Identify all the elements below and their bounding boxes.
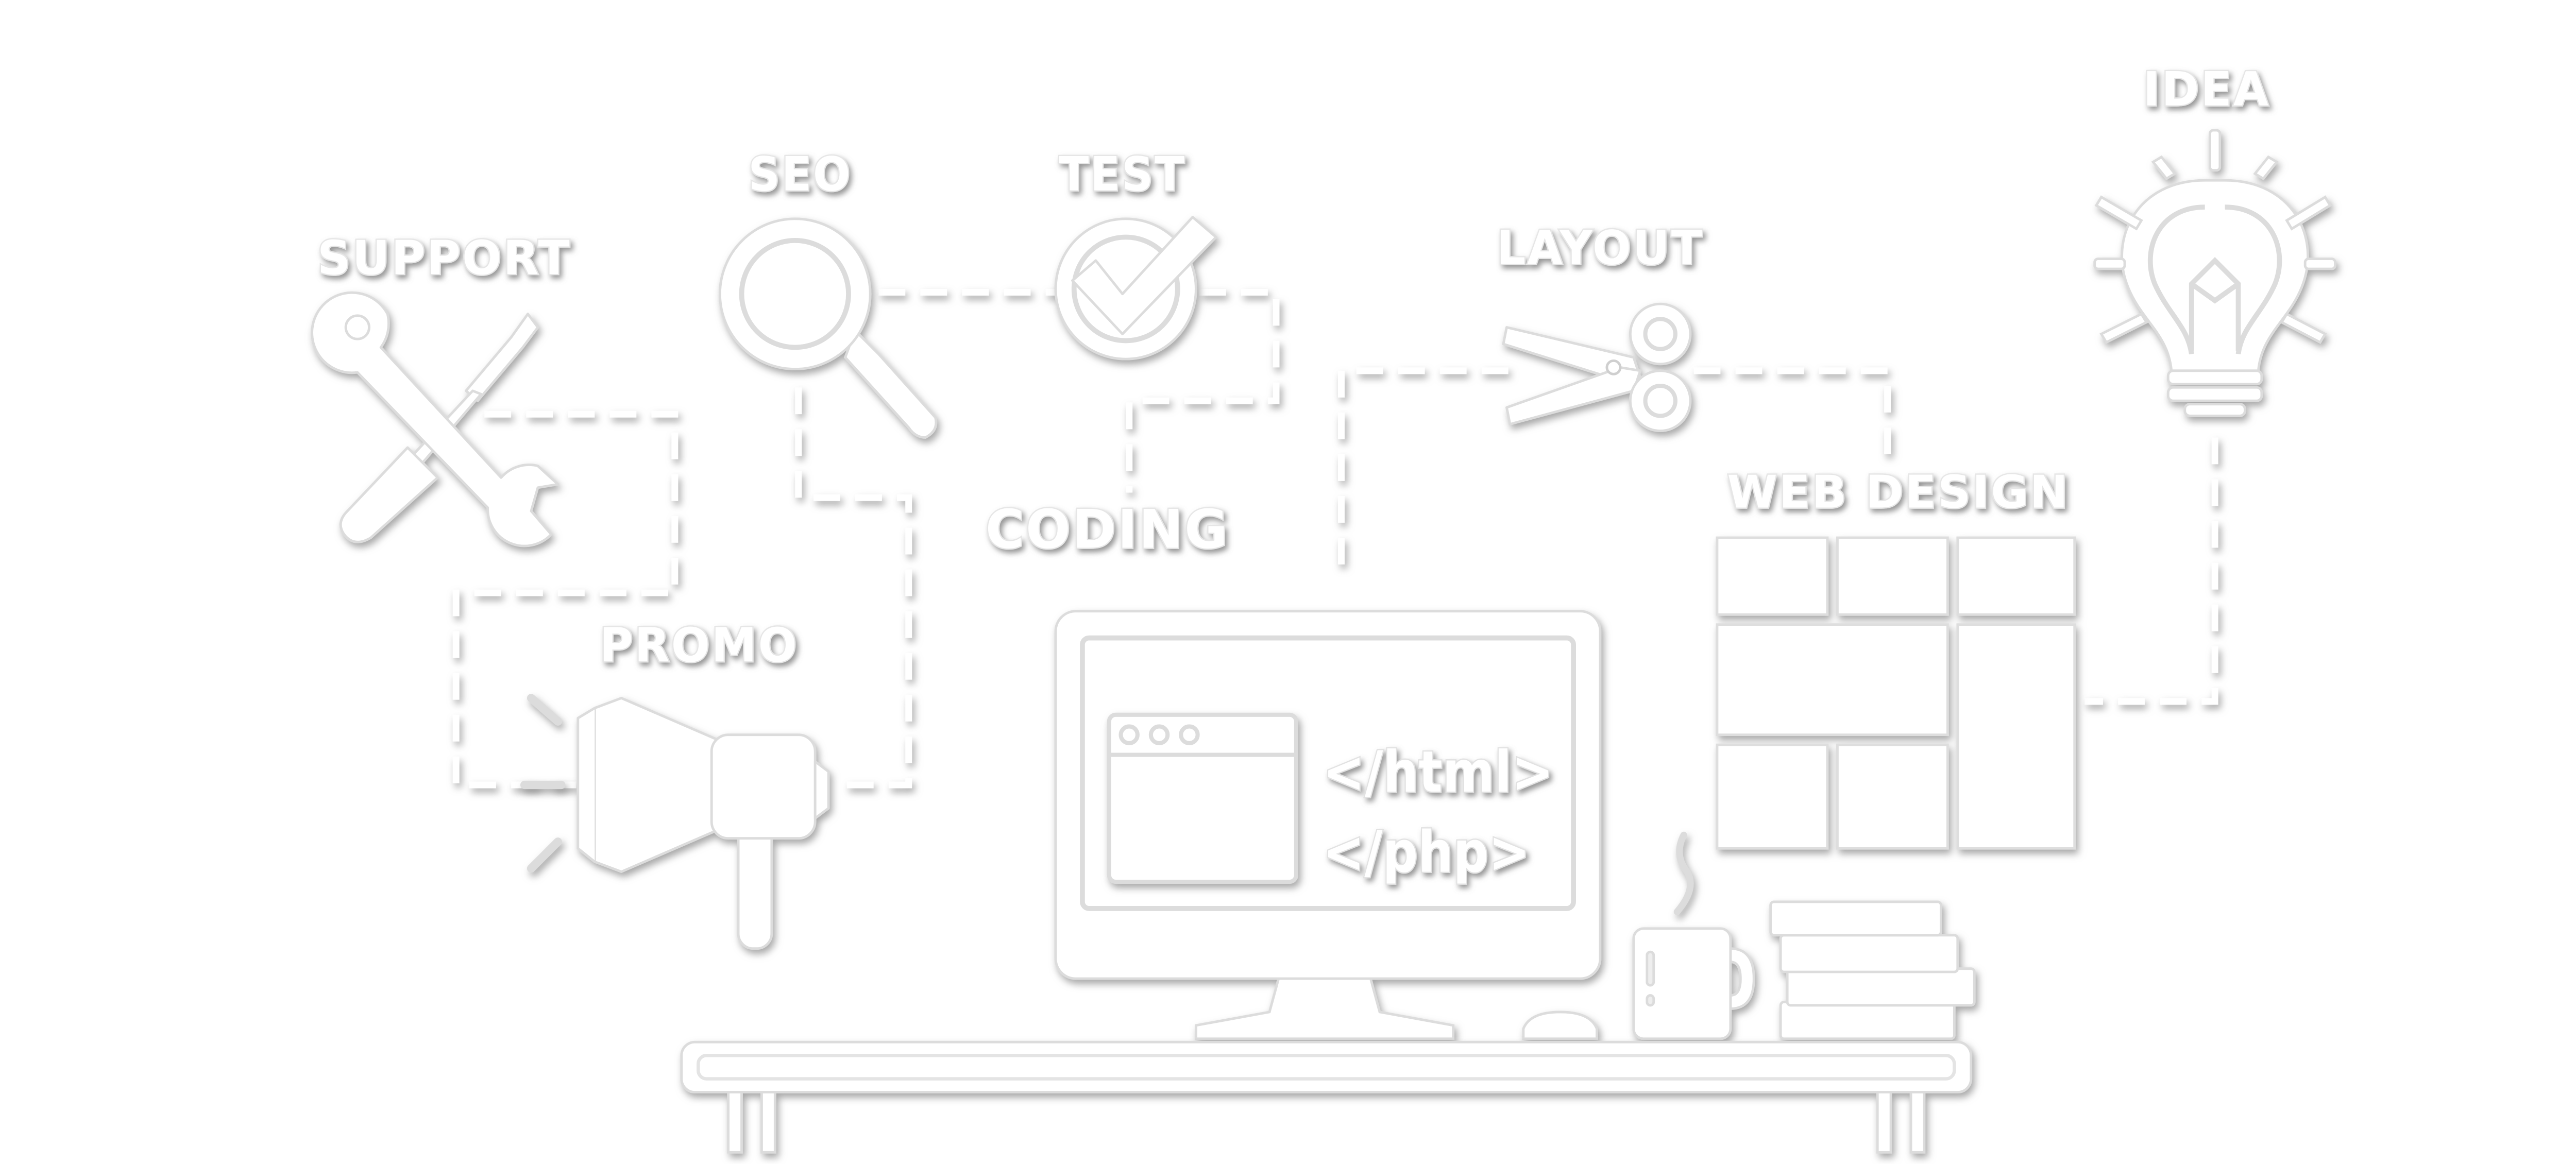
megaphone-icon — [520, 694, 830, 950]
lightbulb-icon — [2093, 129, 2336, 417]
connector-coding-layout — [1337, 367, 1509, 564]
connector-support-promo — [452, 410, 679, 789]
connector-layout-webdesign — [1693, 367, 1891, 465]
connector-seo-promo — [795, 387, 912, 789]
label-coding: CODING — [986, 499, 1229, 561]
label-web-design: WEB DESIGN — [1727, 466, 2070, 519]
connector-idea-webdesign — [2084, 437, 2218, 705]
scissors-icon — [1502, 302, 1692, 432]
tools-icon — [311, 291, 560, 547]
code-html: </html> — [1323, 739, 1553, 805]
browser-window-icon — [1107, 712, 1298, 884]
label-idea: IDEA — [2143, 62, 2270, 116]
mouse-icon — [1522, 1011, 1598, 1040]
label-support: SUPPORT — [317, 231, 571, 285]
code-php: </php> — [1323, 819, 1530, 885]
magnifier-icon — [718, 217, 938, 439]
labels: SUPPORT SEO TEST LAYOUT IDEA CODING WEB … — [316, 61, 2270, 674]
dashed-connectors — [452, 288, 2218, 789]
grid-layout-icon — [1716, 536, 2076, 850]
desk-icon — [680, 1040, 1973, 1154]
screen-code: </html> </php> — [1321, 738, 1554, 886]
label-test: TEST — [1059, 148, 1186, 202]
label-promo: PROMO — [600, 619, 799, 673]
books-icon — [1769, 900, 1976, 1040]
coffee-mug-icon — [1632, 831, 1755, 1040]
checkmark-icon — [1054, 216, 1217, 361]
connector-test-coding — [1126, 288, 1280, 493]
label-layout: LAYOUT — [1497, 221, 1704, 275]
label-seo: SEO — [748, 148, 852, 202]
